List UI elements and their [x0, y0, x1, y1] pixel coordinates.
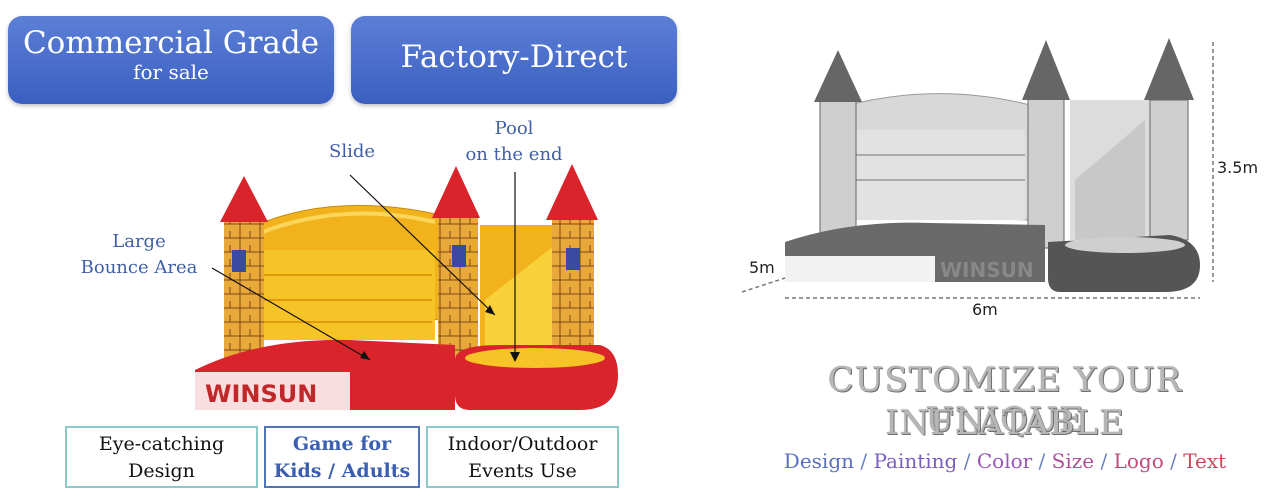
dimension-diagram: WINSUN — [741, 38, 1214, 299]
separator: / — [1100, 449, 1108, 473]
option-text: Text — [1183, 449, 1227, 473]
feature-2-line2: Kids / Adults — [273, 460, 411, 482]
option-logo: Logo — [1113, 449, 1164, 473]
option-size: Size — [1051, 449, 1095, 473]
customize-headline-line1: CUSTOMIZE YOUR UNIQUE — [827, 360, 1183, 440]
winsun-logo-grey: WINSUN — [940, 258, 1034, 282]
large-bounce-area-label: Large Bounce Area — [76, 229, 202, 281]
separator: / — [1038, 449, 1046, 473]
separator: / — [1170, 449, 1177, 473]
bounce-area-label: Bounce Area — [80, 257, 198, 278]
castle-tower-left — [220, 176, 268, 375]
feature-3-line1: Indoor/Outdoor — [447, 433, 598, 455]
pool-label-line2: on the end — [465, 144, 563, 165]
depth-dimension-line — [741, 277, 786, 293]
feature-3-line2: Events Use — [468, 460, 577, 482]
option-design: Design — [783, 449, 855, 473]
feature-game-for: Game for Kids / Adults — [264, 426, 420, 488]
feature-1-line2: Design — [128, 460, 195, 482]
option-color: Color — [976, 449, 1033, 473]
factory-direct-title: Factory-Direct — [400, 39, 628, 75]
castle-tower-right — [546, 164, 598, 365]
pool-label-line1: Pool — [494, 118, 534, 139]
winsun-logo: WINSUN — [205, 380, 317, 408]
slide-label: Slide — [328, 141, 376, 162]
feature-indoor-outdoor: Indoor/Outdoor Events Use — [426, 426, 619, 488]
large-label: Large — [112, 231, 166, 252]
height-dimension-label: 3.5m — [1217, 158, 1259, 177]
separator: / — [860, 449, 868, 473]
commercial-grade-badge: Commercial Grade for sale — [8, 16, 334, 104]
customize-options-line: Design / Painting / Color / Size / Logo … — [760, 449, 1250, 473]
depth-dimension-label: 5m — [749, 258, 775, 277]
slide-arrow — [349, 174, 496, 316]
pool-label: Pool on the end — [456, 116, 572, 168]
feature-1-line1: Eye-catching — [98, 433, 225, 455]
for-sale-subtitle: for sale — [133, 60, 209, 84]
option-painting: Painting — [873, 449, 958, 473]
separator: / — [963, 449, 971, 473]
commercial-grade-title: Commercial Grade — [22, 25, 320, 61]
customize-headline-line2: INFLATABLE — [885, 403, 1125, 443]
width-dimension-label: 6m — [972, 300, 998, 319]
feature-eye-catching: Eye-catching Design — [65, 426, 258, 488]
castle-tower-middle — [432, 166, 480, 372]
feature-2-line1: Game for — [292, 433, 392, 455]
bounce-area-arrow — [211, 267, 371, 361]
bounce-castle-photo: WINSUN — [195, 164, 618, 410]
factory-direct-badge: Factory-Direct — [351, 16, 677, 104]
